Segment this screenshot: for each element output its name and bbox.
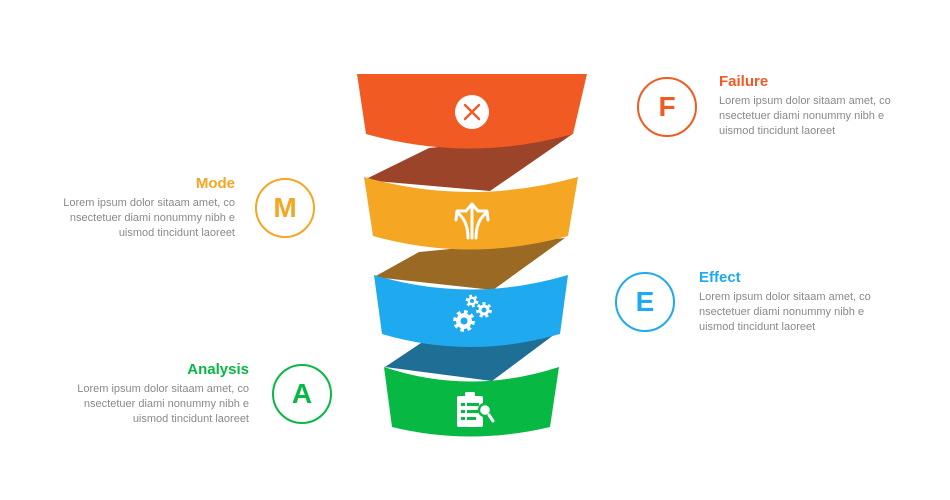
text-block-failure: Failure Lorem ipsum dolor sitaam amet, c…	[719, 73, 904, 139]
description-failure: Lorem ipsum dolor sitaam amet, co nsecte…	[719, 95, 891, 137]
description-analysis: Lorem ipsum dolor sitaam amet, co nsecte…	[77, 383, 249, 425]
connector-mode-effect	[374, 238, 565, 290]
letter-circle-effect: E	[615, 272, 675, 332]
letter-circle-mode: M	[255, 178, 315, 238]
description-effect: Lorem ipsum dolor sitaam amet, co nsecte…	[699, 291, 871, 333]
text-block-analysis: Analysis Lorem ipsum dolor sitaam amet, …	[59, 361, 249, 427]
title-effect: Effect	[699, 269, 741, 286]
connector-effect-analysis	[385, 334, 555, 381]
title-analysis: Analysis	[187, 361, 249, 378]
title-failure: Failure	[719, 73, 769, 90]
gears-icon	[453, 294, 492, 332]
connector-failure-mode	[364, 133, 574, 191]
letter-circle-failure: F	[637, 77, 697, 137]
clipboard-search-icon	[457, 392, 495, 427]
text-block-mode: Mode Lorem ipsum dolor sitaam amet, co n…	[45, 175, 235, 241]
title-mode: Mode	[195, 175, 235, 192]
funnel-segment-effect	[374, 275, 568, 347]
text-block-effect: Effect Lorem ipsum dolor sitaam amet, co…	[699, 269, 884, 335]
description-mode: Lorem ipsum dolor sitaam amet, co nsecte…	[63, 197, 235, 239]
letter-circle-analysis: A	[272, 364, 332, 424]
split-arrows-icon	[454, 202, 490, 240]
close-circle-icon	[455, 95, 489, 129]
